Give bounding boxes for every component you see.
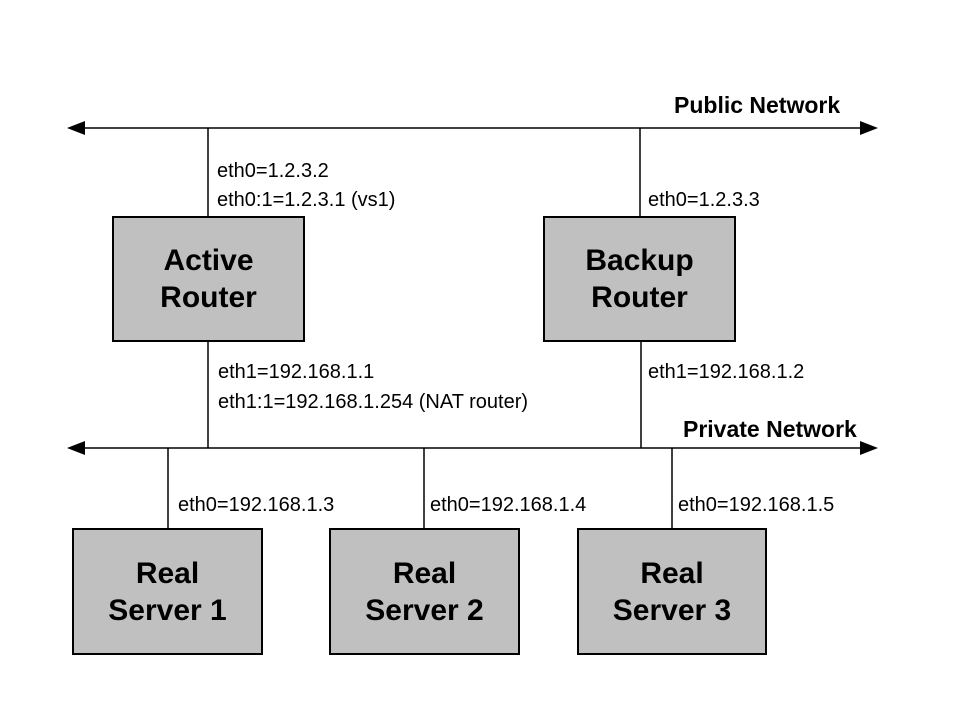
real-server-2-label: Real Server 2	[365, 556, 484, 627]
backup-router-node: Backup Router	[543, 216, 736, 342]
active-router-eth1-alias-label: eth1:1=192.168.1.254 (NAT router)	[218, 391, 529, 413]
active-router-label: Active Router	[160, 244, 257, 314]
public-network-right-arrow-icon	[860, 121, 878, 135]
active-router-eth1-label: eth1=192.168.1.1	[218, 361, 375, 383]
real-server-2-node: Real Server 2	[329, 528, 520, 655]
active-router-node: Active Router	[112, 216, 305, 342]
real-server-3-eth0-label: eth0=192.168.1.5	[678, 494, 835, 516]
private-network-label: Private Network	[683, 416, 857, 442]
real-server-3-label: Real Server 3	[612, 556, 732, 627]
public-network-label: Public Network	[674, 92, 841, 118]
private-network-right-arrow-icon	[860, 441, 878, 455]
real-server-1-label: Real Server 1	[108, 556, 227, 627]
backup-router-eth1-label: eth1=192.168.1.2	[648, 361, 805, 383]
active-router-eth0-alias-label: eth0:1=1.2.3.1 (vs1)	[217, 189, 396, 211]
active-router-eth0-label: eth0=1.2.3.2	[217, 160, 329, 182]
public-network-left-arrow-icon	[67, 121, 85, 135]
backup-router-eth0-label: eth0=1.2.3.3	[648, 189, 760, 211]
real-server-1-eth0-label: eth0=192.168.1.3	[178, 494, 335, 516]
private-network-left-arrow-icon	[67, 441, 85, 455]
backup-router-label: Backup Router	[585, 244, 694, 314]
real-server-2-eth0-label: eth0=192.168.1.4	[430, 494, 587, 516]
real-server-1-node: Real Server 1	[72, 528, 263, 655]
real-server-3-node: Real Server 3	[577, 528, 767, 655]
